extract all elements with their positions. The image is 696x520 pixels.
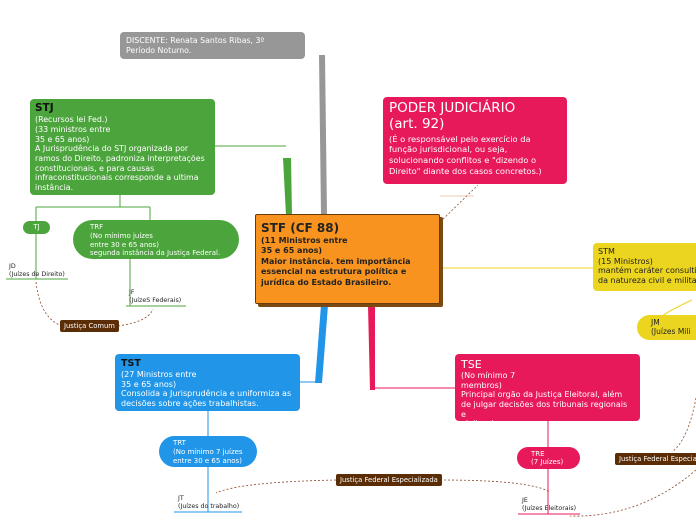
link-jfe-jt bbox=[215, 479, 337, 494]
jm-text: JM (Juízes Mili bbox=[651, 318, 691, 336]
stm-text: STM (15 Ministros) mantém caráter consul… bbox=[598, 247, 696, 285]
trt-text: TRT (No mínimo 7 juízes entre 30 e 65 an… bbox=[173, 439, 243, 465]
justica-federal-especial-label: Justiça Federal Especial bbox=[619, 455, 696, 463]
tst-title: TST bbox=[121, 358, 141, 369]
link-comum-jf bbox=[117, 308, 154, 327]
poder-judiciario-body: (É o responsável pelo exercício da funçã… bbox=[389, 133, 542, 176]
stj-node[interactable]: STJ (Recursos lei Fed.) (33 ministros en… bbox=[30, 99, 215, 195]
jt-label: JT (Juízes do trabalho) bbox=[178, 495, 240, 510]
tse-title: TSE bbox=[461, 358, 482, 371]
jf-label: JF (JuízeS Federais) bbox=[129, 289, 182, 304]
stj-body: (Recursos lei Fed.) (33 ministros entre … bbox=[35, 115, 205, 192]
tst-body: (27 Ministros entre 35 e 65 anos) Consol… bbox=[121, 370, 292, 408]
link-jfe2-je bbox=[569, 469, 696, 517]
tre-node[interactable]: TRE (7 Juízes) bbox=[517, 447, 580, 469]
link-jfe-je bbox=[439, 479, 551, 493]
justica-federal-especializada-label: Justiça Federal Especializada bbox=[340, 476, 438, 484]
je-label: JE (Juízes Eleitorais) bbox=[522, 497, 577, 512]
tj-label: TJ bbox=[33, 223, 40, 231]
trf-node[interactable]: TRF (No mínimo juízes entre 30 e 65 anos… bbox=[73, 220, 239, 259]
justica-comum-tag[interactable]: Justiça Comum bbox=[60, 320, 119, 332]
jd-label: JD (Juízes de Direito) bbox=[9, 263, 65, 278]
link-stf-tst bbox=[315, 305, 328, 383]
discente-text: DISCENTE: Renata Santos Ribas, 3º Períod… bbox=[126, 36, 265, 55]
tj-node[interactable]: TJ bbox=[23, 221, 50, 234]
tse-body: (No mínimo 7 membros) Principal orgão da… bbox=[461, 371, 628, 429]
stj-title: STJ bbox=[35, 102, 54, 114]
trf-text: TRF (No mínimo juízes entre 30 e 65 anos… bbox=[90, 223, 221, 258]
trt-node[interactable]: TRT (No mínimo 7 juízes entre 30 e 65 an… bbox=[159, 436, 257, 467]
poder-judiciario-title: PODER JUDICIÁRIO (art. 92) bbox=[389, 100, 516, 132]
link-stf-stj bbox=[283, 158, 292, 216]
stf-title: STF (CF 88) bbox=[261, 221, 340, 235]
poder-judiciario-node[interactable]: PODER JUDICIÁRIO (art. 92) (É o responsá… bbox=[383, 97, 567, 184]
link-comum-jd bbox=[35, 281, 63, 327]
stf-node[interactable]: STF (CF 88) (11 Ministros entre 35 e 65 … bbox=[255, 214, 440, 304]
justica-comum-label: Justiça Comum bbox=[64, 322, 115, 330]
justica-federal-especial-tag[interactable]: Justiça Federal Especial bbox=[615, 453, 696, 465]
stf-body: (11 Ministros entre 35 e 65 anos) Maior … bbox=[261, 236, 411, 287]
tse-node[interactable]: TSE (No mínimo 7 membros) Principal orgã… bbox=[455, 354, 640, 428]
jm-node[interactable]: JM (Juízes Mili bbox=[637, 315, 696, 340]
link-jfe2-jm bbox=[671, 397, 696, 453]
justica-federal-especializada-tag[interactable]: Justiça Federal Especializada bbox=[336, 474, 442, 486]
link-stf-poder-dashed bbox=[439, 184, 479, 223]
tst-node[interactable]: TST (27 Ministros entre 35 e 65 anos) Co… bbox=[115, 354, 300, 411]
stm-node[interactable]: STM (15 Ministros) mantém caráter consul… bbox=[593, 243, 696, 291]
link-stf-discente bbox=[319, 55, 327, 215]
tre-text: TRE (7 Juízes) bbox=[531, 450, 564, 467]
discente-node[interactable]: DISCENTE: Renata Santos Ribas, 3º Períod… bbox=[120, 32, 305, 59]
link-stf-tse bbox=[368, 305, 375, 390]
